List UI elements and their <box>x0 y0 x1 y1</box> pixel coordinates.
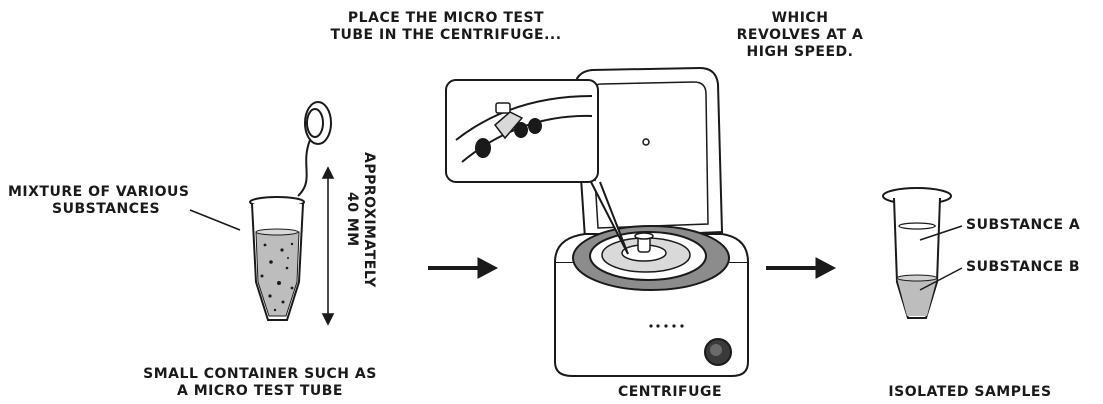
dimension-arrow <box>323 168 333 324</box>
mixture-leader-line <box>190 210 240 230</box>
arrow-right-icon-2 <box>766 258 835 278</box>
arrow-right-icon <box>428 258 497 278</box>
micro-test-tube-icon <box>250 102 331 320</box>
separated-tube-icon <box>883 188 951 318</box>
